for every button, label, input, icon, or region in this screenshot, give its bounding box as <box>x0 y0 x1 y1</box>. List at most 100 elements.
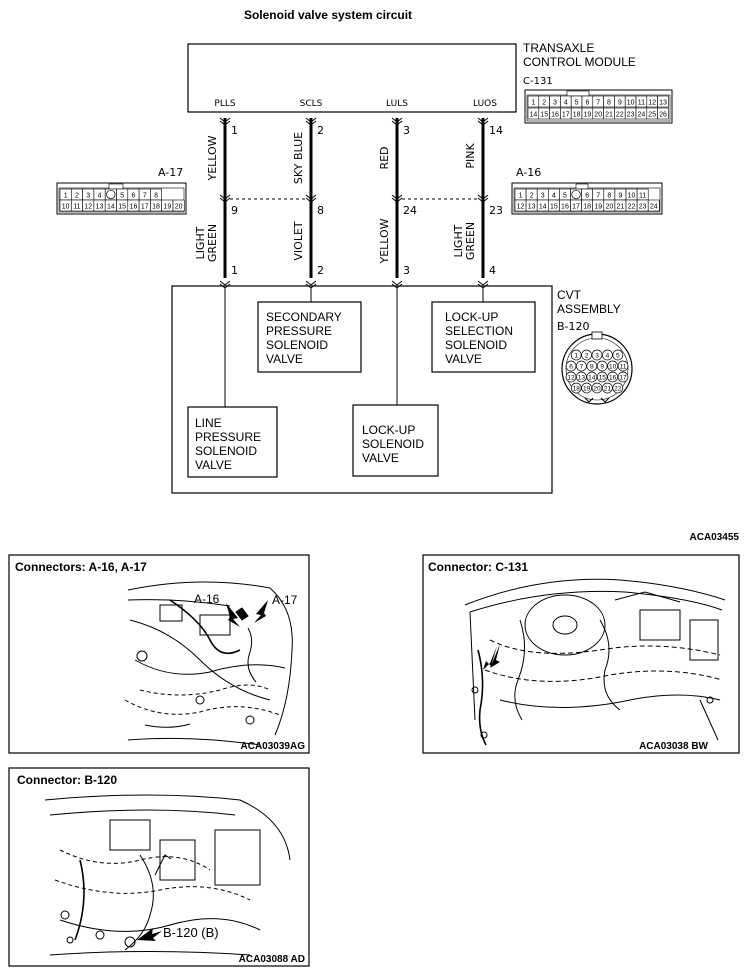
b120-pin-number: 10 <box>609 363 617 370</box>
a17-row2-pin: 16 <box>130 204 138 211</box>
arrow-a17-icon <box>254 600 268 623</box>
c131-row1-cell <box>657 95 669 108</box>
a16-row2-pin: 22 <box>628 204 636 211</box>
callout-b120: B-120 (B) <box>163 925 219 940</box>
diagram-reference-code: ACA03455 <box>690 532 740 543</box>
lockup-l1: LOCK-UP <box>362 423 415 437</box>
arrow-a16-icon <box>226 603 240 627</box>
lockup-solenoid-box <box>352 404 439 477</box>
a17-row2-pin: 14 <box>107 204 115 211</box>
wire-group <box>223 118 485 278</box>
b120-pin-socket <box>617 360 629 372</box>
b120-pin-socket <box>591 382 603 394</box>
a16-row1-pin: 7 <box>596 193 600 200</box>
b120-pin-number: 21 <box>604 385 612 392</box>
c131-row1-pin: 10 <box>627 100 635 107</box>
b120-pin-socket <box>581 349 592 361</box>
c131-row2-pin: 18 <box>573 112 581 119</box>
a17-connector-id: A-17 <box>158 166 183 179</box>
b120-pin-socket <box>596 371 608 383</box>
c131-row1-pin: 9 <box>618 100 622 107</box>
a17-row2-pin: 11 <box>73 204 80 211</box>
a16-row1-pin: 8 <box>607 193 611 200</box>
line-pressure-solenoid-box <box>187 406 278 478</box>
lockup-l3: VALVE <box>362 451 399 465</box>
a16-row1-pin: 11 <box>639 193 646 200</box>
b120-pin-number: 6 <box>569 363 573 370</box>
c131-row1-pin: 3 <box>553 100 557 107</box>
wire-2-upper-color: SKY BLUE <box>292 132 305 184</box>
wire-4-tcm-pin: 14 <box>489 124 503 137</box>
c131-row2-pin: 24 <box>638 112 646 119</box>
lockup-selection-l3: SOLENOID <box>445 338 507 352</box>
tcm-connector-id: C-131 <box>523 76 553 87</box>
b120-pin-socket <box>617 371 629 383</box>
c131-row2-pin: 21 <box>605 112 613 119</box>
photo-panel-b120: Connector: B-120 B-120 (B) ACA03088 AD <box>8 767 310 967</box>
a16-row2-pin: 24 <box>650 204 658 211</box>
b120-pin-socket <box>612 349 624 361</box>
tcm-pin-scls: SCLS <box>300 99 323 109</box>
wire-4-lower-color-l2: GREEN <box>464 222 477 260</box>
photo-c131-title: Connector: C-131 <box>428 560 528 574</box>
arrow-c131-icon <box>483 646 497 670</box>
tcm-pin-plls: PLLS <box>214 99 235 109</box>
b120-pin-socket <box>596 360 608 372</box>
a16-row1-key-mark <box>571 189 581 200</box>
photo-b120-code: ACA03088 AD <box>239 954 305 965</box>
b120-pin-socket <box>602 349 613 361</box>
c131-row2-pin: 26 <box>659 112 667 119</box>
wire-3-junction-pin: 24 <box>403 204 417 217</box>
line-pressure-l1: LINE <box>195 416 222 430</box>
cvt-internal-wires <box>224 288 484 407</box>
a16-row2-pin: 17 <box>572 204 580 211</box>
b120-pin-socket <box>612 382 624 394</box>
photo-c131-code: ACA03038 BW <box>639 741 708 752</box>
callout-a17: A-17 <box>272 593 298 607</box>
b120-pin-number: 8 <box>590 363 594 370</box>
a16-row2-pin: 18 <box>583 204 591 211</box>
a17-row2-pin: 20 <box>175 204 183 211</box>
c131-row2-pin: 17 <box>562 112 570 119</box>
b120-pin-socket <box>586 371 598 383</box>
b120-pin-number: 12 <box>567 374 575 381</box>
a17-row2-pin: 10 <box>62 204 70 211</box>
a17-row1-pin: 2 <box>75 193 79 200</box>
line-pressure-l3: SOLENOID <box>195 444 257 458</box>
b120-pin-number: 14 <box>588 374 596 381</box>
photo-b120-title: Connector: B-120 <box>17 773 117 787</box>
b120-pin-number: 18 <box>573 385 581 392</box>
tcm-connector-marks <box>219 117 489 126</box>
tcm-pin-luos: LUOS <box>473 99 497 109</box>
wire-2-lower-color: VIOLET <box>292 221 305 261</box>
cvt-connector-marks <box>219 280 489 289</box>
c131-row1-pin: 11 <box>638 100 645 107</box>
tcm-label-line1: TRANSAXLE <box>523 41 594 55</box>
a17-row1-pin: 5 <box>120 193 124 200</box>
cvt-label-line2: ASSEMBLY <box>557 302 621 316</box>
a16-row2-pin: 16 <box>561 204 569 211</box>
secondary-pressure-solenoid-box <box>257 301 362 373</box>
cvt-label-line1: CVT <box>557 288 582 302</box>
wire-3-upper-color: RED <box>378 146 391 169</box>
photo-a16-a17-title: Connectors: A-16, A-17 <box>15 560 147 574</box>
c131-row2-pin: 25 <box>648 112 656 119</box>
c131-row1-pin: 6 <box>585 100 589 107</box>
engine-bay-illustration <box>124 581 293 746</box>
a17-row2-pin: 19 <box>163 204 171 211</box>
a17-row1-pin: 7 <box>143 193 147 200</box>
c131-row2-pin: 15 <box>540 112 548 119</box>
a16-row1-cell <box>570 188 582 201</box>
cvt-assembly-box <box>171 285 553 494</box>
a17-row2-cell <box>172 199 185 212</box>
lockup-selection-l2: SELECTION <box>445 324 513 338</box>
a17-row2-pin: 12 <box>84 204 92 211</box>
tcm-box <box>187 43 517 113</box>
c131-row2-pin: 14 <box>530 112 538 119</box>
a16-row1-pin: 4 <box>552 193 556 200</box>
c131-row1-pin: 1 <box>531 100 535 107</box>
c131-row2-pin: 20 <box>594 112 602 119</box>
c131-row1-pin: 12 <box>648 100 656 107</box>
